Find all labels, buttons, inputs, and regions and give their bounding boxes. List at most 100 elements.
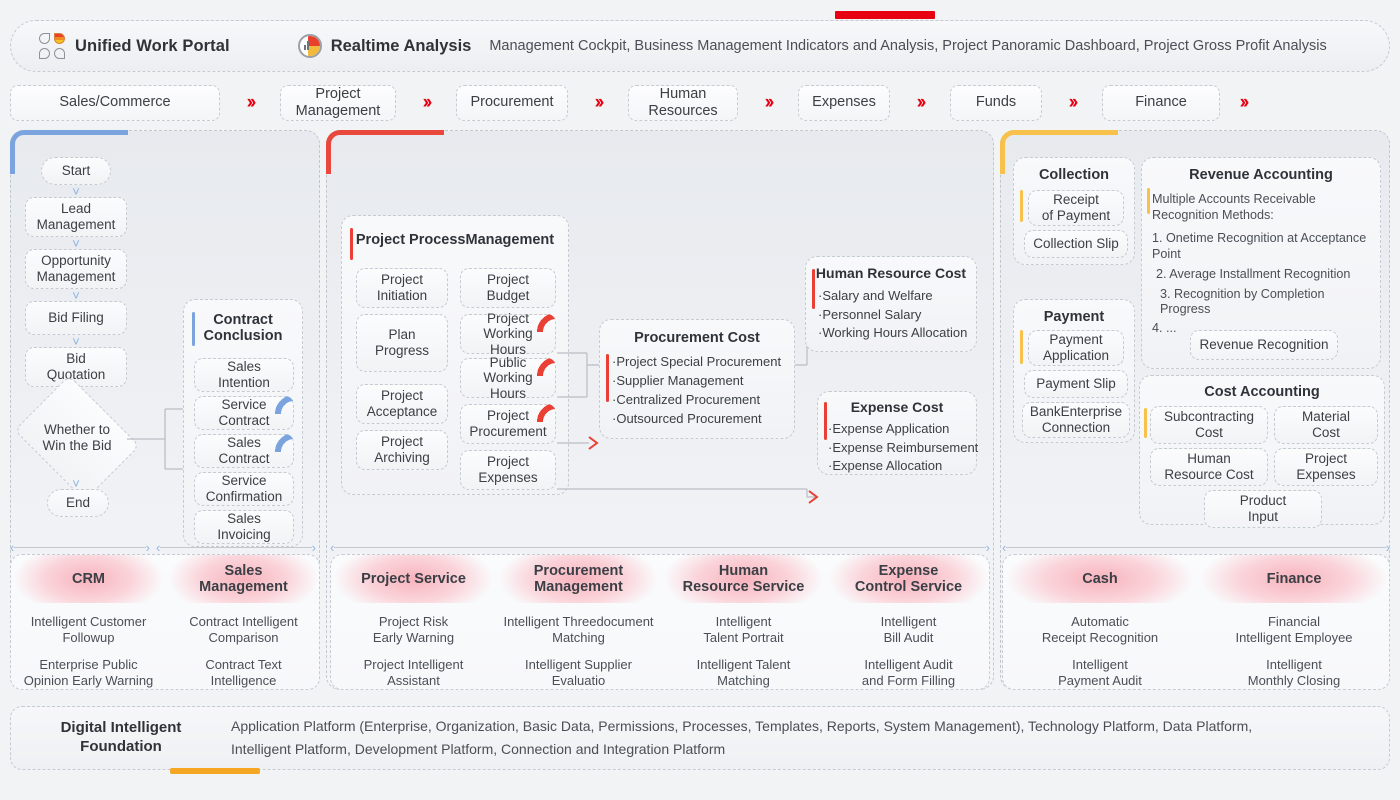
service-item[interactable]: Financial Intelligent Employee (1235, 614, 1353, 645)
revenue-method: 4. ... (1152, 321, 1177, 336)
group-accent-bar (1144, 408, 1147, 438)
flow-node-opportunity-management[interactable]: Opportunity Management (25, 249, 127, 289)
service-title: Cash (1003, 555, 1197, 603)
service-title: Expense Control Service (826, 555, 989, 603)
pipeline-separator-3: ›› (764, 92, 775, 113)
pipeline-step-1[interactable]: Project Management (280, 85, 396, 121)
process-node-project-expenses[interactable]: Project Expenses (460, 450, 556, 490)
card-accent-bar (606, 354, 609, 402)
card-procurement-cost: Procurement Cost ·Project Special Procur… (599, 319, 795, 439)
service-column-sales-management: Sales Management Contract Intelligent Co… (166, 555, 319, 689)
service-item[interactable]: Intelligent Audit and Form Filling (861, 656, 956, 688)
service-item[interactable]: Intelligent Bill Audit (880, 614, 937, 645)
pipeline-separator-2: ›› (594, 92, 605, 113)
service-item[interactable]: Intelligent Supplier Evaluatio (525, 656, 632, 688)
process-node-project-archiving[interactable]: Project Archiving (356, 430, 448, 470)
clover-icon (39, 33, 65, 59)
service-item[interactable]: Automatic Receipt Recognition (1041, 614, 1159, 645)
service-item[interactable]: Contract Text Intelligence (205, 656, 282, 688)
brand[interactable]: Unified Work Portal (39, 33, 230, 59)
card-item: ·Centralized Procurement (612, 391, 761, 407)
process-node-project-working-hours[interactable]: Project Working Hours (460, 311, 556, 357)
service-item[interactable]: Intelligent Talent Portrait (703, 614, 784, 645)
card-item: ·Outsourced Procurement (612, 410, 762, 426)
flow-node-whether-win-bid[interactable]: Whether to Win the Bid (14, 375, 140, 501)
service-item[interactable]: Project Risk Early Warning (372, 614, 455, 645)
revenue-recognition-node[interactable]: Revenue Recognition (1190, 330, 1338, 360)
flow-node-bid-filing[interactable]: Bid Filing (25, 301, 127, 335)
contract-item-service-confirmation[interactable]: Service Confirmation (194, 472, 294, 506)
service-column-human-resource-service: Human Resource Service Intelligent Talen… (661, 555, 826, 689)
cost-item-project-expenses[interactable]: Project Expenses (1274, 448, 1378, 486)
flow-node-bid-quotation[interactable]: Bid Quotation (25, 347, 127, 387)
flow-node-end[interactable]: End (47, 489, 109, 517)
header-bar: Unified Work Portal Realtime Analysis Ma… (10, 20, 1390, 72)
payment-item-bank-enterprise-connection[interactable]: BankEnterprise Connection (1022, 402, 1130, 438)
collection-item-receipt-of-payment[interactable]: Receipt of Payment (1028, 190, 1124, 226)
cost-item-subcontracting-cost[interactable]: Subcontracting Cost (1150, 406, 1268, 444)
pipeline-step-4[interactable]: Expenses (798, 85, 890, 121)
card-human-resource-cost: Human Resource Cost ·Salary and Welfare … (805, 256, 977, 352)
process-node-project-acceptance[interactable]: Project Acceptance (356, 384, 448, 424)
process-node-plan-progress[interactable]: Plan Progress (356, 314, 448, 372)
panel-accent-red (326, 130, 444, 174)
footer-accent-tick (170, 768, 260, 774)
contract-item-sales-contract[interactable]: Sales Contract (194, 434, 294, 468)
service-band-middle: Project Service Project Risk Early Warni… (330, 554, 990, 690)
footer-body: Application Platform (Enterprise, Organi… (231, 715, 1252, 761)
pipeline-separator-1: ›› (422, 92, 433, 113)
service-item[interactable]: Intelligent Payment Audit (1058, 656, 1142, 688)
cost-item-product-input[interactable]: Product Input (1204, 490, 1322, 528)
group-accent-bar (192, 312, 195, 346)
pipeline-step-3[interactable]: Human Resources (628, 85, 738, 121)
contract-item-sales-invoicing[interactable]: Sales Invoicing (194, 510, 294, 544)
realtime-analysis[interactable]: Realtime Analysis (297, 34, 472, 58)
realtime-analysis-icon (297, 34, 322, 58)
pipeline-step-6[interactable]: Finance (1102, 85, 1220, 121)
revenue-method: 1. Onetime Recognition at Acceptance Poi… (1152, 231, 1367, 262)
process-node-public-working-hours[interactable]: Public Working Hours (460, 355, 556, 401)
cost-item-human-resource-cost[interactable]: Human Resource Cost (1150, 448, 1268, 486)
service-item[interactable]: Intelligent Customer Followup (30, 614, 147, 645)
process-node-project-budget[interactable]: Project Budget (460, 268, 556, 308)
service-item[interactable]: Intelligent Talent Matching (696, 656, 791, 688)
flow-node-start[interactable]: Start (41, 157, 111, 185)
group-accent-bar (1020, 330, 1023, 364)
service-column-expense-control-service: Expense Control Service Intelligent Bill… (826, 555, 989, 689)
process-node-project-procurement[interactable]: Project Procurement (460, 404, 556, 444)
pipeline-step-2[interactable]: Procurement (456, 85, 568, 121)
service-band-left: CRM Intelligent Customer Followup Enterp… (10, 554, 320, 690)
card-item: ·Salary and Welfare (818, 287, 933, 303)
realtime-analysis-title: Realtime Analysis (330, 36, 472, 55)
service-item[interactable]: Enterprise Public Opinion Early Warning (23, 656, 154, 688)
service-divider-middle: ‹› (330, 539, 990, 555)
service-title: Finance (1197, 555, 1389, 603)
cost-item-material-cost[interactable]: Material Cost (1274, 406, 1378, 444)
contract-item-service-contract[interactable]: Service Contract (194, 396, 294, 430)
service-item[interactable]: Contract Intelligent Comparison (189, 614, 298, 645)
service-item[interactable]: Project Intelligent Assistant (363, 656, 464, 688)
service-item[interactable]: Intelligent Monthly Closing (1247, 656, 1341, 688)
group-accent-bar (350, 228, 353, 260)
panel-accent-yellow (1000, 130, 1118, 174)
process-node-project-initiation[interactable]: Project Initiation (356, 268, 448, 308)
card-item: ·Supplier Management (612, 373, 744, 389)
collection-item-collection-slip[interactable]: Collection Slip (1024, 230, 1128, 258)
group-cost-accounting: Cost Accounting Subcontracting Cost Mate… (1139, 375, 1385, 528)
pipeline-separator-0: ›› (246, 92, 257, 113)
service-item[interactable]: Intelligent Threedocument Matching (503, 614, 654, 645)
service-title: Project Service (331, 555, 496, 603)
pipeline-step-0[interactable]: Sales/Commerce (10, 85, 220, 121)
card-accent-bar (812, 269, 815, 309)
payment-item-payment-application[interactable]: Payment Application (1028, 330, 1124, 366)
pipeline-step-5[interactable]: Funds (950, 85, 1042, 121)
group-title: Contract Conclusion (203, 312, 283, 345)
contract-item-sales-intention[interactable]: Sales Intention (194, 358, 294, 392)
group-accent-bar (1147, 188, 1150, 214)
flow-node-lead-management[interactable]: Lead Management (25, 197, 127, 237)
panel-accent-blue (10, 130, 128, 174)
card-expense-cost: Expense Cost ·Expense Application ·Expen… (817, 391, 978, 475)
payment-item-payment-slip[interactable]: Payment Slip (1024, 370, 1128, 398)
realtime-analysis-subtitle: Management Cockpit, Business Management … (489, 38, 1327, 54)
